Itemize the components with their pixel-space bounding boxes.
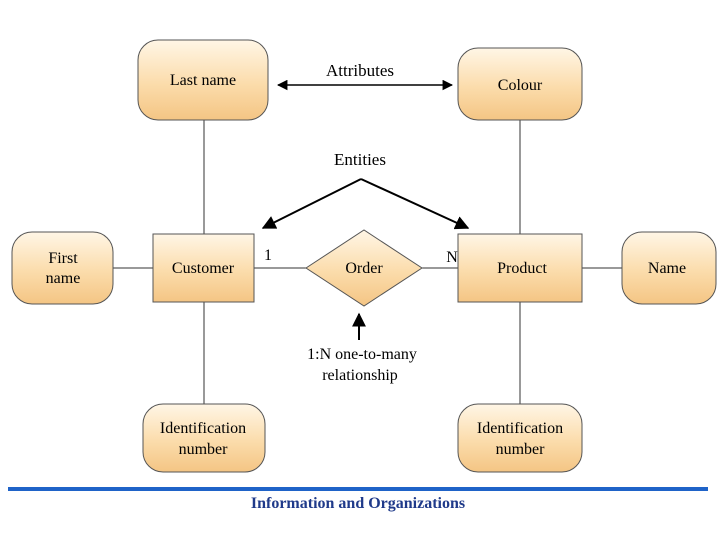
callout-relationship-line2: relationship: [322, 367, 398, 384]
attribute-product-id-shape: [457, 403, 583, 473]
entities-arrow-right: [360, 178, 470, 230]
attribute-last-name: Last name: [170, 72, 236, 89]
attribute-first-name-shape: [11, 231, 114, 305]
attribute-customer-id-line1: Identification: [160, 420, 246, 437]
footer-rule: [8, 487, 708, 491]
attribute-colour: Colour: [498, 77, 543, 94]
attribute-first-name-line2: name: [46, 270, 81, 287]
attribute-product-id-line2: number: [496, 441, 546, 458]
entities-arrow-left: [261, 178, 362, 229]
cardinality-right: N: [446, 249, 458, 266]
relationship-order-shape: [305, 229, 423, 307]
footer-caption: Information and Organizations: [251, 495, 465, 512]
attribute-first-name-line1: First: [48, 250, 78, 267]
attribute-last-name-shape: [137, 39, 269, 121]
attribute-name-shape: [621, 231, 717, 305]
relationship-order: Order: [345, 260, 383, 277]
callout-relationship-line1: 1:N one-to-many: [307, 346, 417, 363]
attribute-colour-shape: [457, 47, 583, 121]
attribute-customer-id-line2: number: [179, 441, 229, 458]
callout-entities: Entities: [334, 150, 386, 169]
cardinality-left: 1: [264, 247, 272, 264]
attribute-name: Name: [648, 260, 686, 277]
attribute-customer-id-shape: [142, 403, 266, 473]
entity-customer: Customer: [172, 260, 235, 277]
callout-attributes: Attributes: [326, 61, 394, 80]
entity-customer-shape: [152, 233, 255, 303]
entity-product: Product: [497, 260, 547, 277]
attribute-product-id-line1: Identification: [477, 420, 563, 437]
entity-product-shape: [457, 233, 583, 303]
